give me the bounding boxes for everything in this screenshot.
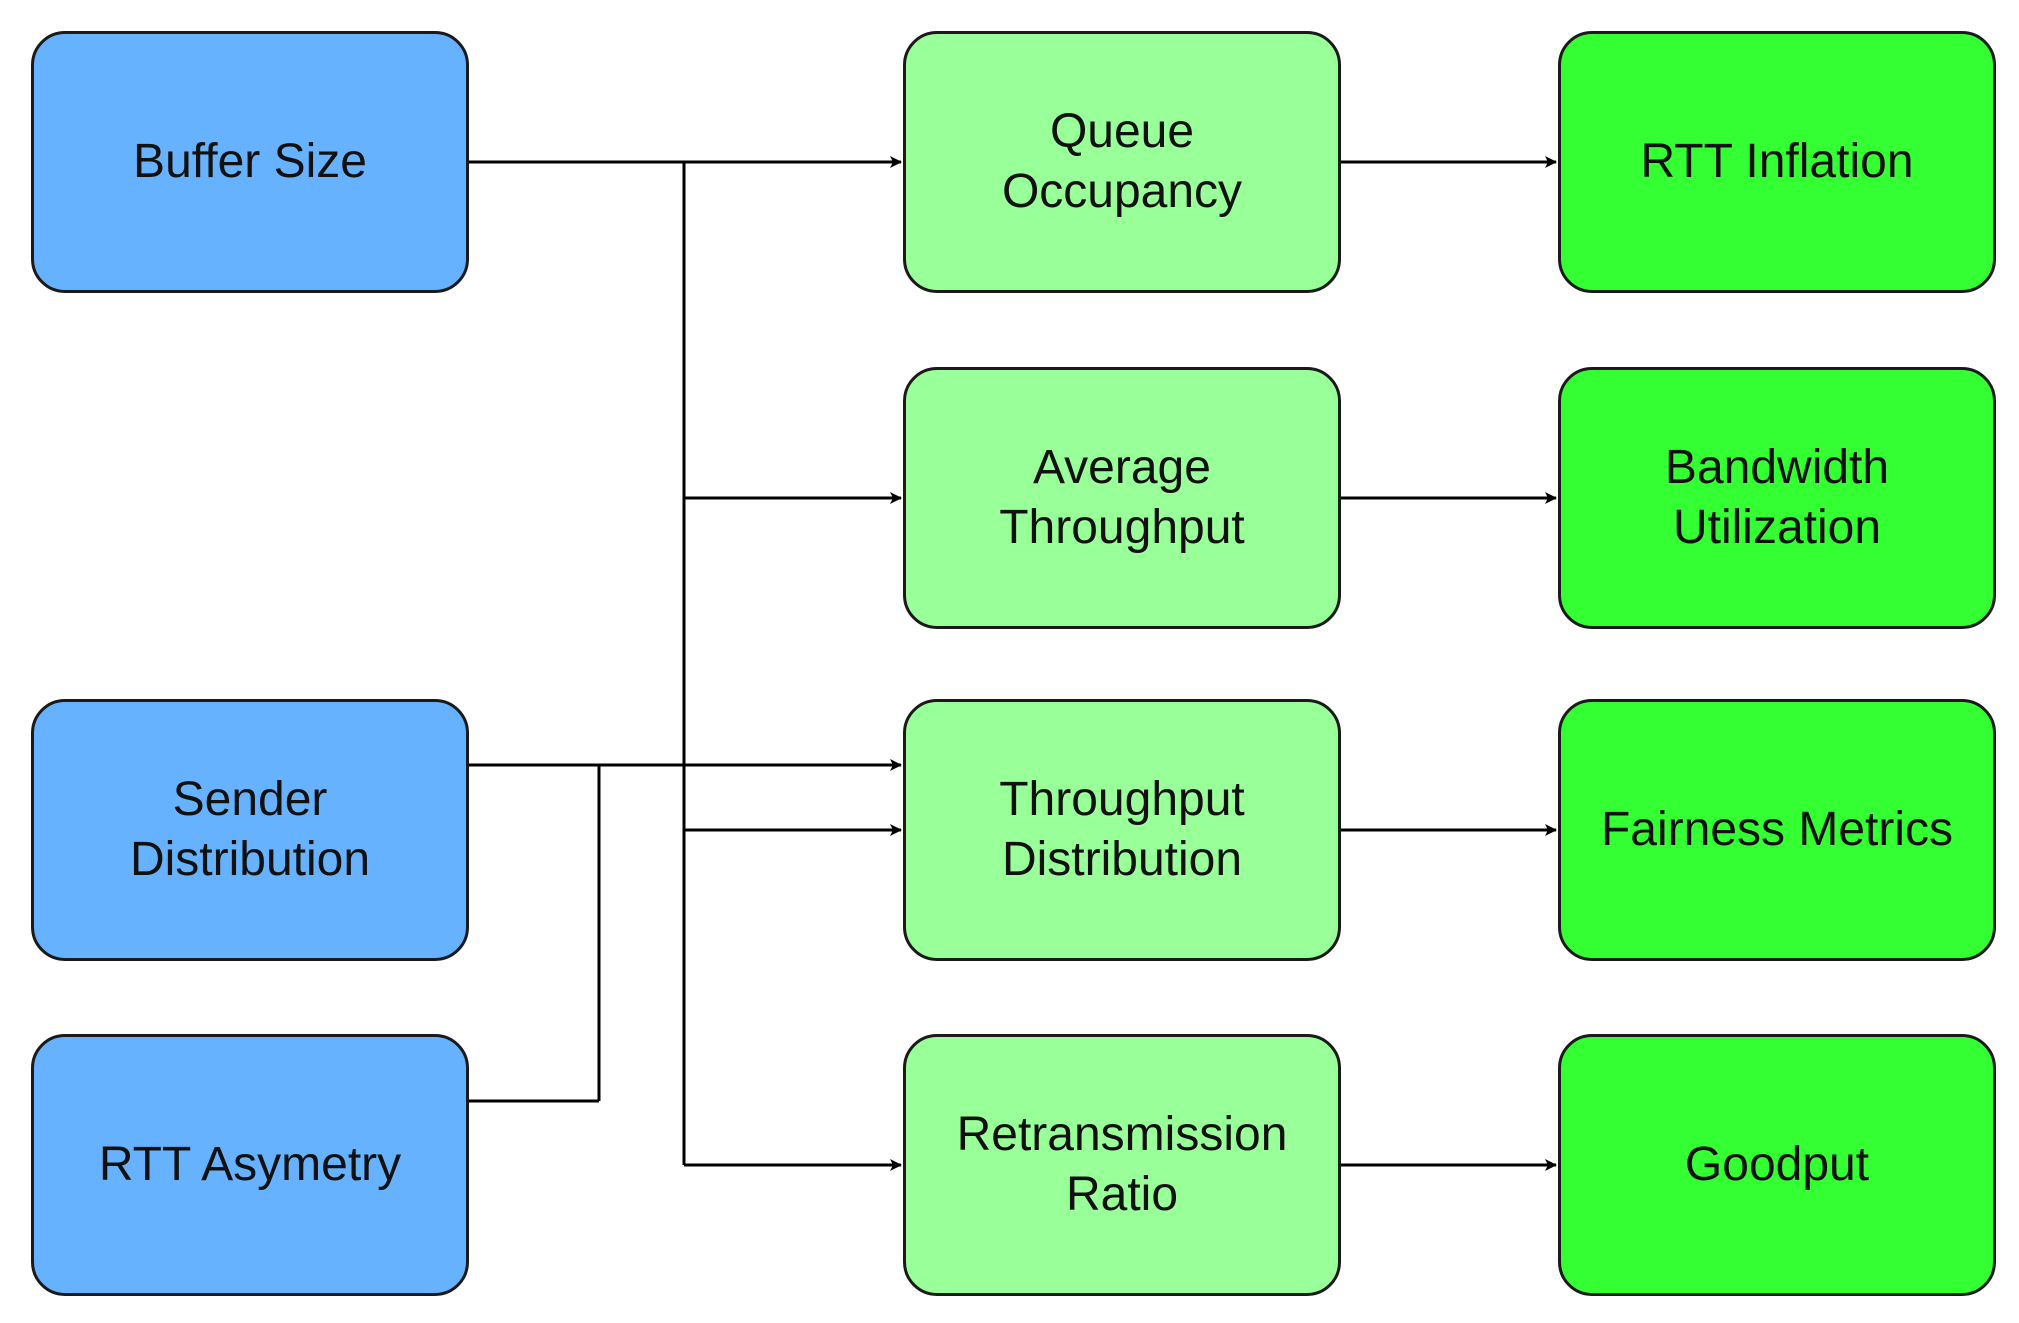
node-goodput: Goodput (1558, 1034, 1996, 1296)
node-average-throughput: Average Throughput (903, 367, 1341, 629)
node-retransmission-ratio-label: Retransmission Ratio (956, 1108, 1288, 1221)
node-buffer-size-label: Buffer Size (133, 135, 367, 188)
node-rtt-inflation: RTT Inflation (1558, 31, 1996, 293)
node-queue-occupancy: Queue Occupancy (903, 31, 1341, 293)
node-rtt-inflation-label: RTT Inflation (1640, 135, 1914, 188)
node-retransmission-ratio: Retransmission Ratio (903, 1034, 1341, 1296)
node-queue-occupancy-label: Queue Occupancy (1001, 105, 1243, 218)
node-throughput-distribution: Throughput Distribution (903, 699, 1341, 961)
node-rtt-asymmetry: RTT Asymetry (31, 1034, 469, 1296)
node-average-throughput-label: Average Throughput (999, 441, 1245, 554)
node-throughput-distribution-label: Throughput Distribution (999, 773, 1245, 886)
node-buffer-size: Buffer Size (31, 31, 469, 293)
node-fairness-metrics-label: Fairness Metrics (1600, 803, 1954, 856)
node-sender-distribution: Sender Distribution (31, 699, 469, 961)
node-sender-distribution-label: Sender Distribution (129, 773, 371, 886)
node-bandwidth-utilization: Bandwidth Utilization (1558, 367, 1996, 629)
node-bandwidth-utilization-label: Bandwidth Utilization (1664, 441, 1890, 554)
node-goodput-label: Goodput (1684, 1138, 1870, 1191)
node-fairness-metrics: Fairness Metrics (1558, 699, 1996, 961)
node-rtt-asymmetry-label: RTT Asymetry (98, 1138, 402, 1191)
